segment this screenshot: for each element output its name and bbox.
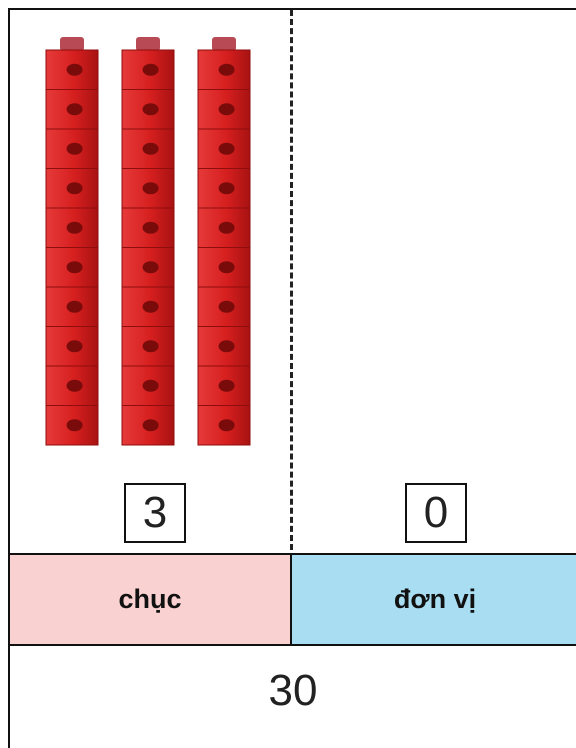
cube-hole	[142, 300, 159, 313]
cube-hole	[218, 221, 235, 234]
place-value-header: chục đơn vị	[8, 553, 576, 646]
cube-hole	[66, 340, 83, 353]
ones-label: đơn vị	[292, 555, 576, 644]
cube-hole	[142, 182, 159, 195]
tens-digit-box: 3	[124, 483, 186, 543]
cube-hole	[142, 379, 159, 392]
cube-hole	[218, 182, 235, 195]
ones-digit-box: 0	[405, 483, 467, 543]
tens-ones-divider	[290, 10, 293, 550]
cube-hole	[66, 103, 83, 116]
cube-hole	[142, 103, 159, 116]
cube-hole	[142, 419, 159, 432]
tens-rod	[45, 37, 99, 446]
chart-frame	[8, 8, 576, 748]
cube-hole	[66, 300, 83, 313]
cube-hole	[218, 261, 235, 274]
rod-connector	[60, 37, 84, 51]
cube-hole	[142, 340, 159, 353]
cube-hole	[218, 103, 235, 116]
tens-digit: 3	[142, 488, 168, 537]
cube-hole	[142, 63, 159, 76]
cube-hole	[142, 221, 159, 234]
tens-label: chục	[8, 555, 292, 644]
cube-hole	[66, 379, 83, 392]
rod-connector	[136, 37, 160, 51]
cube-hole	[218, 300, 235, 313]
total-left-border	[8, 646, 10, 736]
number-total: 30	[268, 665, 318, 715]
ones-digit: 0	[423, 488, 449, 537]
tens-rods	[45, 37, 251, 446]
tens-rod	[197, 37, 251, 446]
cube-hole	[142, 261, 159, 274]
cube-hole	[218, 419, 235, 432]
cube-hole	[66, 221, 83, 234]
rod-connector	[212, 37, 236, 51]
cube-hole	[66, 63, 83, 76]
cube-hole	[218, 142, 235, 155]
tens-rod	[121, 37, 175, 446]
cube-hole	[218, 63, 235, 76]
cube-hole	[142, 142, 159, 155]
cube-hole	[66, 419, 83, 432]
cube-hole	[218, 340, 235, 353]
cube-hole	[66, 182, 83, 195]
cube-hole	[218, 379, 235, 392]
cube-hole	[66, 261, 83, 274]
cube-hole	[66, 142, 83, 155]
